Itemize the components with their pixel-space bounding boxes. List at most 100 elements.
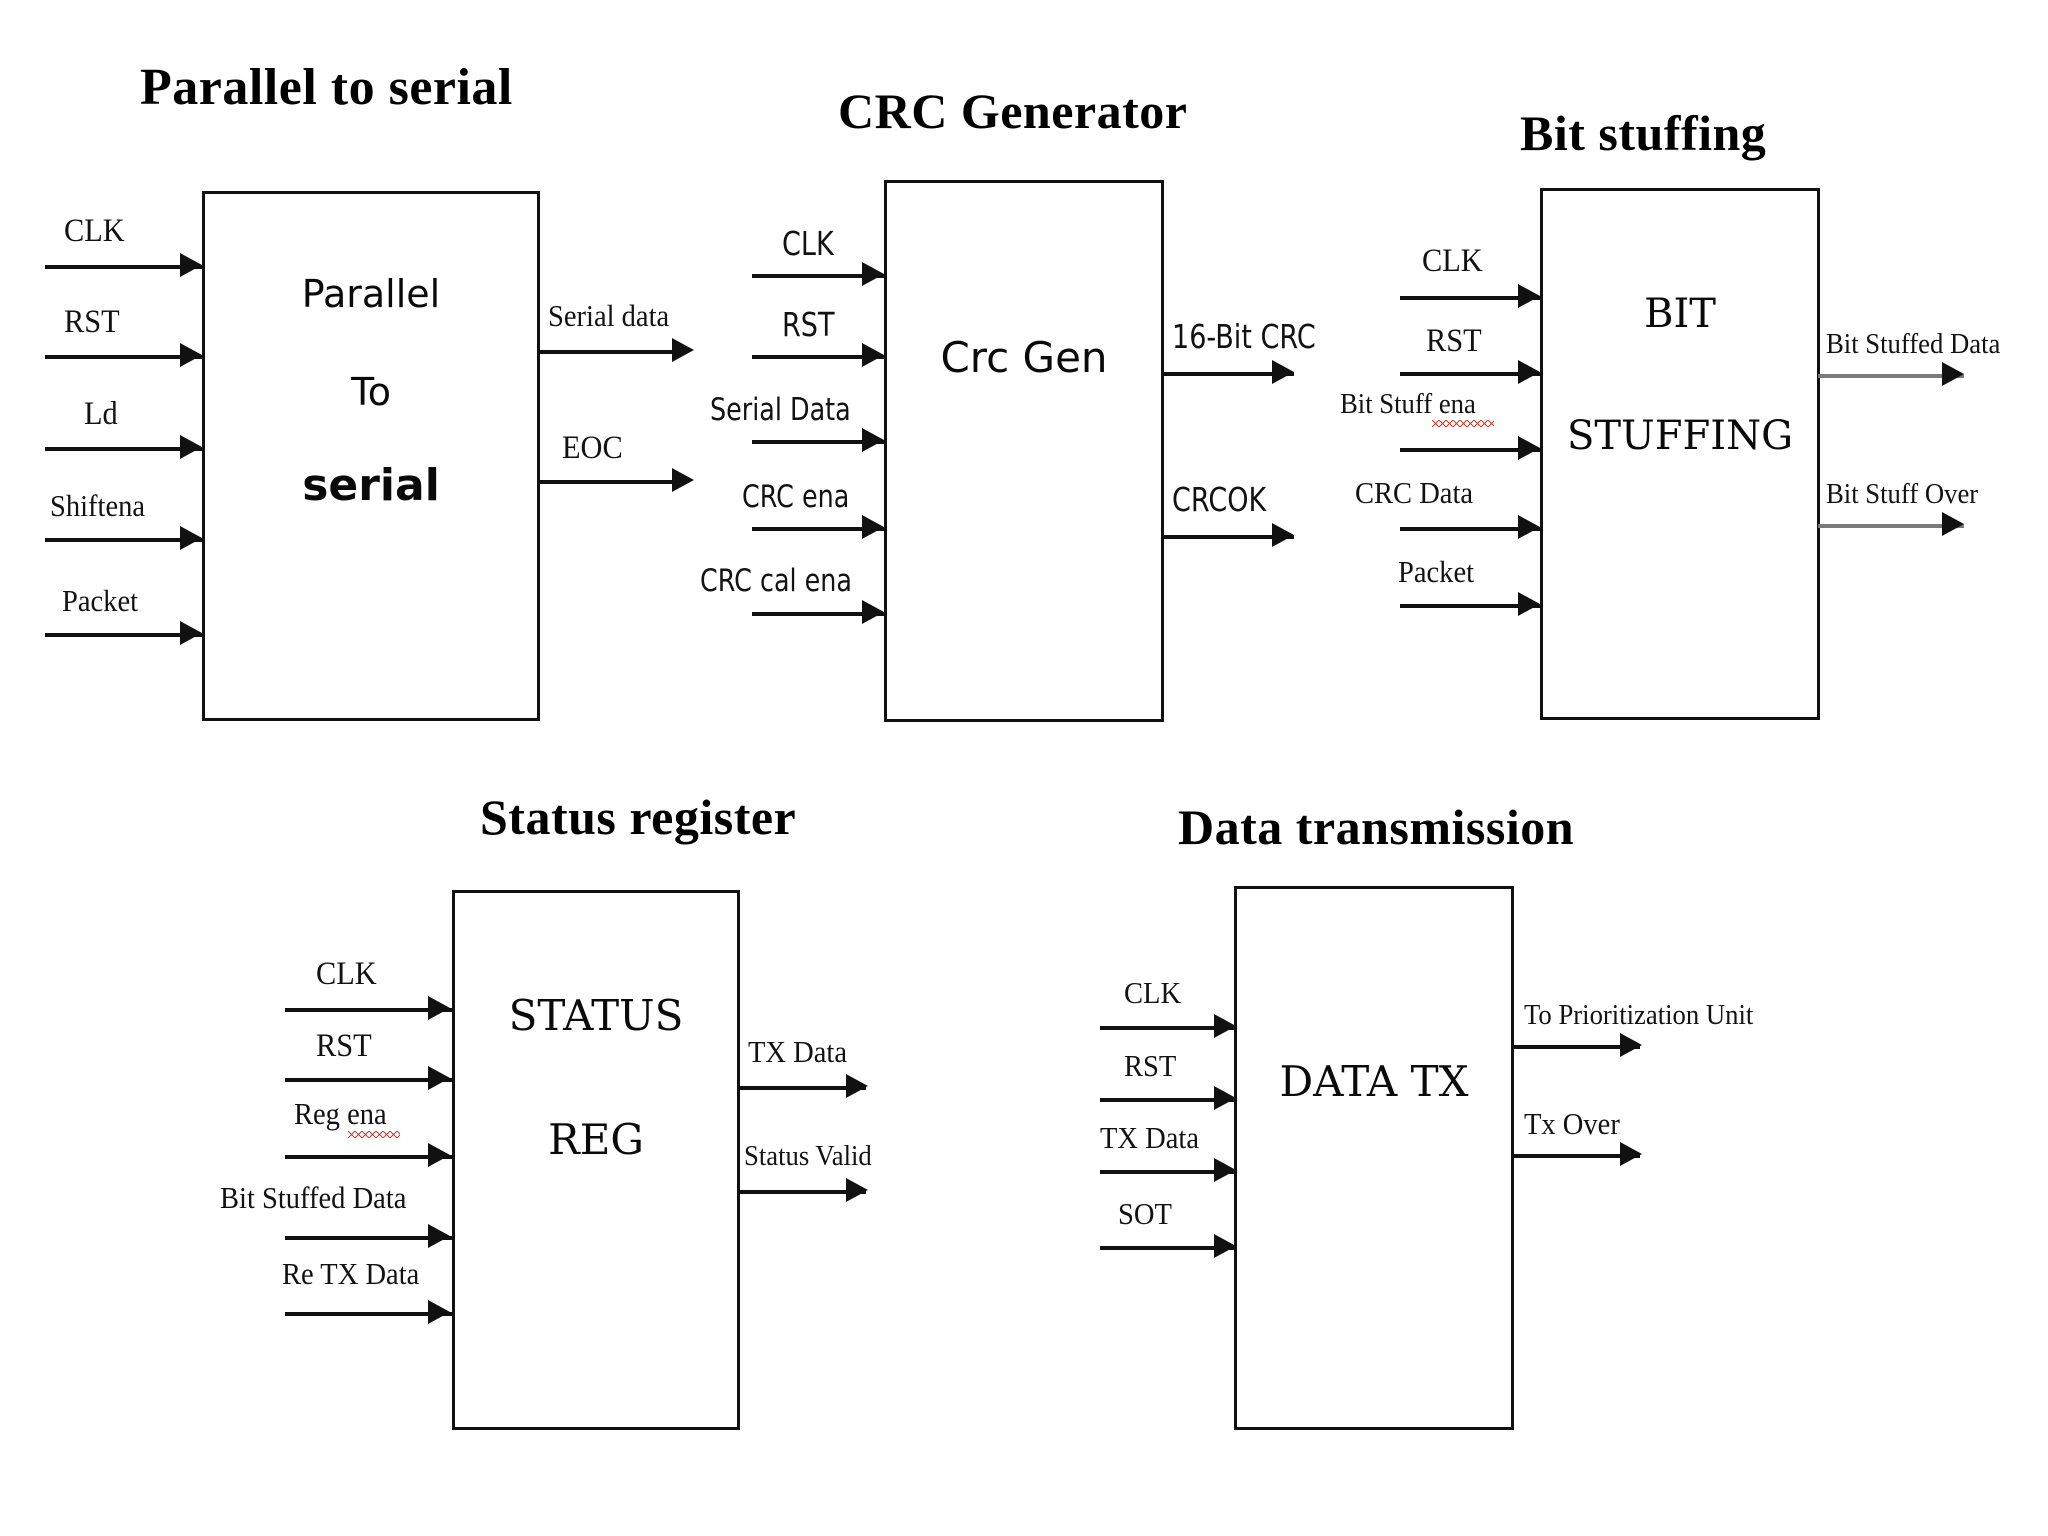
arrowhead-crc-clk [862,262,884,286]
arrowhead-bs-stuffena [1518,436,1540,460]
block-status-register[interactable]: STATUS REG [452,890,740,1430]
block-parallel-to-serial-label-3: serial [302,460,440,511]
signal-p2s-in-rst: RST [64,304,120,340]
block-crc-generator[interactable]: Crc Gen [884,180,1164,722]
wire-sr-retxdata [285,1312,453,1316]
signal-crc-out-crcok: CRCOK [1172,480,1267,519]
signal-p2s-in-shiftena: Shiftena [50,488,146,523]
signal-sr-out-tx-data: TX Data [748,1034,847,1069]
arrowhead-crc-cal-ena [862,600,884,624]
block-parallel-to-serial[interactable]: Parallel To serial [202,191,540,721]
signal-dtx-out-tx-over: Tx Over [1524,1106,1620,1141]
arrowhead-crc-out-crcok [1272,523,1294,547]
arrowhead-dtx-rst [1214,1086,1236,1110]
arrowhead-p2s-ld [180,435,202,459]
wire-bs-crcdata [1400,527,1542,531]
signal-crc-in-crc-cal-ena: CRC cal ena [700,563,853,599]
arrowhead-bs-rst [1518,360,1540,384]
arrowhead-p2s-shiftena [180,526,202,550]
wire-bs-clk [1400,296,1542,300]
wire-bs-rst [1400,372,1542,376]
wire-dtx-sot [1100,1246,1236,1250]
block-parallel-to-serial-label-1: Parallel [301,272,441,316]
block-status-register-label-1: STATUS [508,991,684,1040]
arrowhead-dtx-txdata [1214,1158,1236,1182]
wire-p2s-clk [45,265,205,269]
title-bit-stuffing: Bit stuffing [1520,105,1767,161]
wire-dtx-txdata [1100,1170,1236,1174]
arrowhead-sr-bitstuffeddata [428,1224,450,1248]
signal-sr-in-reg-ena: Reg ena [294,1096,387,1131]
wire-bs-packet [1400,604,1542,608]
arrowhead-dtx-out-txover [1620,1142,1642,1166]
wire-p2s-out-serialdata [538,350,686,354]
arrowhead-bs-clk [1518,284,1540,308]
wire-crc-out-crcok [1162,535,1294,539]
signal-p2s-in-packet: Packet [62,583,139,618]
spellcheck-squiggle-bit-stuff-ena [1432,420,1494,427]
wire-crc-cal-ena [752,612,884,616]
arrowhead-sr-rst [428,1066,450,1090]
wire-crc-clk [752,274,884,278]
wire-sr-out-txdata [738,1086,866,1090]
wire-dtx-clk [1100,1026,1236,1030]
arrowhead-sr-clk [428,996,450,1020]
arrowhead-p2s-rst [180,343,202,367]
wire-p2s-out-eoc [538,480,686,484]
wire-crc-out-16bit [1162,372,1294,376]
arrowhead-sr-out-txdata [846,1074,868,1098]
signal-p2s-in-clk: CLK [64,213,125,249]
wire-sr-clk [285,1008,453,1012]
block-bit-stuffing[interactable]: BIT STUFFING [1540,188,1820,720]
signal-sr-out-status-valid: Status Valid [744,1140,872,1172]
wire-p2s-ld [45,447,205,451]
arrowhead-bs-packet [1518,592,1540,616]
block-crc-generator-label: Crc Gen [940,333,1108,382]
signal-dtx-out-to-prioritization-unit: To Prioritization Unit [1524,999,1754,1031]
signal-bs-in-packet: Packet [1398,554,1475,589]
wire-sr-rst [285,1078,453,1082]
signal-crc-in-serial-data: Serial Data [710,392,851,428]
arrowhead-dtx-sot [1214,1234,1236,1258]
signal-bs-in-clk: CLK [1422,243,1483,279]
signal-p2s-in-ld: Ld [84,396,118,432]
wire-p2s-shiftena [45,538,205,542]
arrowhead-p2s-out-serialdata [672,338,694,362]
arrowhead-crc-out-16bit [1272,360,1294,384]
wire-dtx-rst [1100,1098,1236,1102]
arrowhead-crc-serialdata [862,428,884,452]
wire-sr-out-statusvalid [738,1190,866,1194]
wire-bs-out-stuffover [1818,524,1964,528]
signal-dtx-in-tx-data: TX Data [1100,1120,1199,1155]
title-status-register: Status register [480,789,797,845]
block-bit-stuffing-label-2: STUFFING [1566,413,1794,459]
block-data-transmission[interactable]: DATA TX [1234,886,1514,1430]
signal-bs-in-bit-stuff-ena: Bit Stuff ena [1340,388,1476,420]
arrowhead-bs-out-stuffeddata [1942,362,1964,386]
block-parallel-to-serial-label-2: To [350,370,391,414]
wire-bs-stuffena [1400,448,1542,452]
block-status-register-label-2: REG [548,1115,644,1164]
wire-bs-out-stuffeddata [1818,374,1964,378]
signal-crc-in-crc-ena: CRC ena [742,479,850,515]
wire-dtx-out-txover [1512,1154,1640,1158]
arrowhead-p2s-out-eoc [672,468,694,492]
arrowhead-sr-retxdata [428,1300,450,1324]
title-data-transmission: Data transmission [1178,799,1575,855]
arrowhead-p2s-packet [180,621,202,645]
signal-sr-in-re-tx-data: Re TX Data [282,1256,420,1291]
signal-crc-out-16bit-crc: 16-Bit CRC [1172,317,1316,356]
signal-bs-in-rst: RST [1426,323,1482,359]
spellcheck-squiggle-reg-ena [348,1131,400,1138]
wire-crc-ena [752,527,884,531]
arrowhead-dtx-out-prioritization [1620,1033,1642,1057]
signal-bs-in-crc-data: CRC Data [1355,475,1474,510]
wire-crc-serialdata [752,440,884,444]
signal-crc-in-clk: CLK [782,224,834,263]
signal-sr-in-bit-stuffed-data: Bit Stuffed Data [220,1180,407,1215]
title-parallel-to-serial: Parallel to serial [140,59,513,116]
wire-sr-regena [285,1155,453,1159]
title-crc-generator: CRC Generator [838,83,1188,139]
wire-sr-bitstuffeddata [285,1236,453,1240]
